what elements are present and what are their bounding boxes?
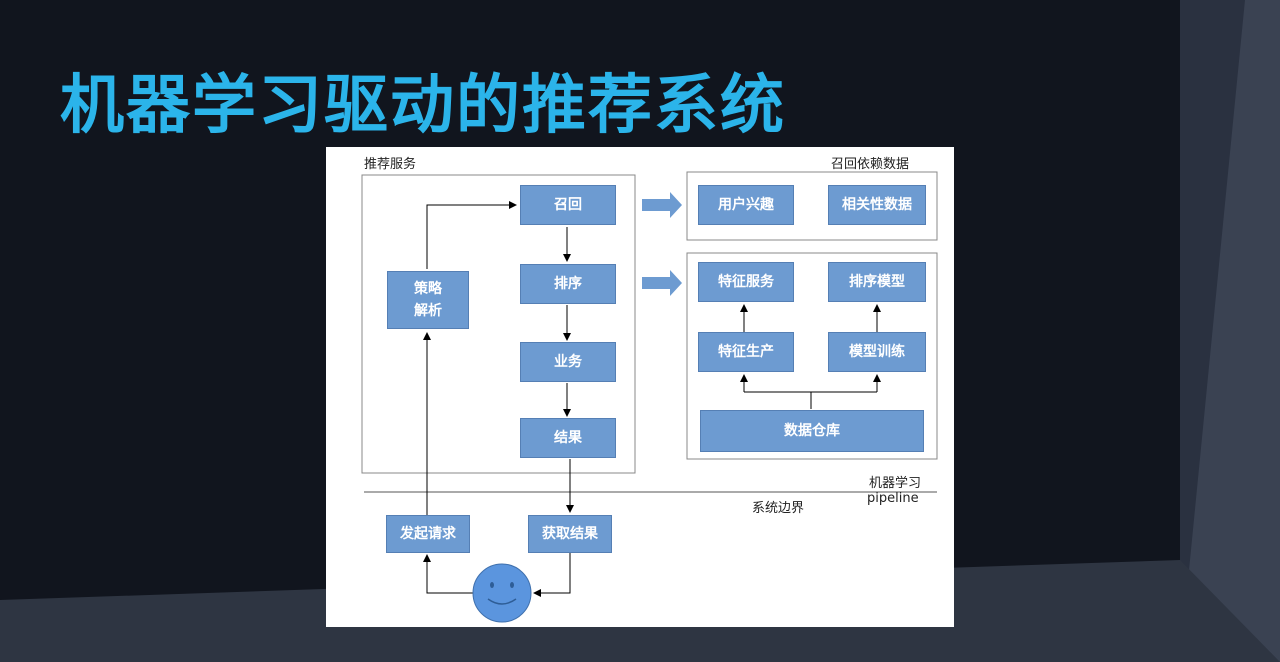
node-feature-service: 特征服务 bbox=[698, 262, 794, 302]
diagram-connectors bbox=[361, 171, 938, 623]
ml-pipeline-container bbox=[686, 252, 938, 460]
node-business: 业务 bbox=[520, 342, 616, 382]
recall-data-container bbox=[686, 171, 938, 241]
recommend-service-container bbox=[361, 174, 636, 474]
node-strategy-parse: 策略 解析 bbox=[387, 271, 469, 329]
node-feature-production: 特征生产 bbox=[698, 332, 794, 372]
user-smiley-icon bbox=[472, 563, 532, 623]
block-arrow-recall-data bbox=[642, 192, 682, 218]
recommend-service-label: 推荐服务 bbox=[364, 157, 417, 172]
node-model-training: 模型训练 bbox=[828, 332, 926, 372]
node-ranking-model: 排序模型 bbox=[828, 262, 926, 302]
block-arrow-ml-pipeline bbox=[642, 270, 682, 296]
recommendation-system-diagram: 推荐服务 召回依赖数据 系统边界 机器学习 pipeline 召回 排序 业务 … bbox=[326, 147, 954, 627]
node-get-result: 获取结果 bbox=[528, 515, 612, 553]
node-result: 结果 bbox=[520, 418, 616, 458]
node-data-warehouse: 数据仓库 bbox=[700, 410, 924, 452]
slide-title: 机器学习驱动的推荐系统 bbox=[60, 69, 786, 143]
node-ranking: 排序 bbox=[520, 264, 616, 304]
recall-data-label: 召回依赖数据 bbox=[831, 157, 910, 172]
node-user-interest: 用户兴趣 bbox=[698, 185, 794, 225]
system-boundary-label: 系统边界 bbox=[752, 501, 805, 516]
node-recall: 召回 bbox=[520, 185, 616, 225]
node-relevance-data: 相关性数据 bbox=[828, 185, 926, 225]
ml-pipeline-label-line1: 机器学习 bbox=[869, 476, 922, 491]
node-send-request: 发起请求 bbox=[386, 515, 470, 553]
ml-pipeline-label-line2: pipeline bbox=[867, 491, 919, 506]
